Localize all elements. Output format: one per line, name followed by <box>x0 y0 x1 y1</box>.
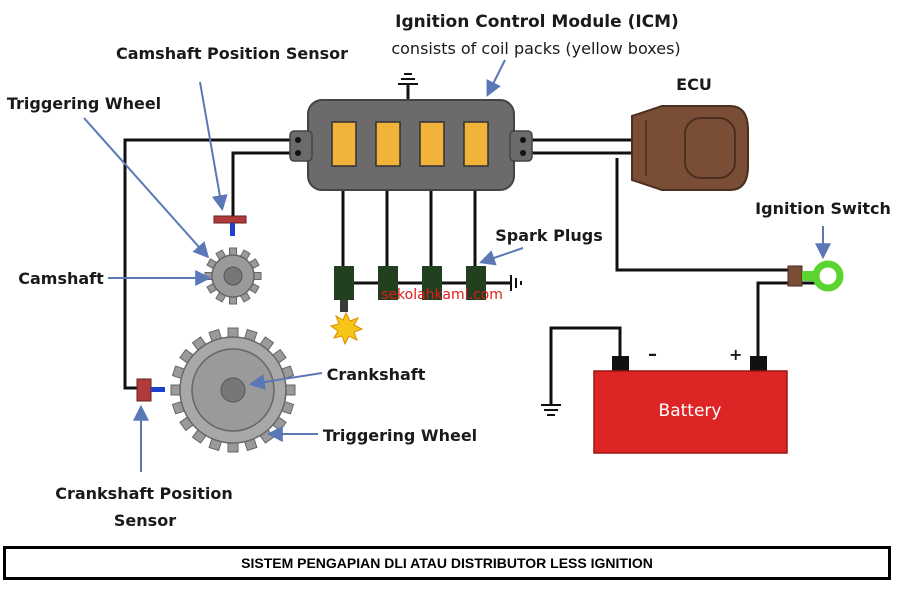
triggering-wheel-top-label: Triggering Wheel <box>7 94 161 113</box>
crankshaft-sensor-label-line1: Crankshaft Position <box>55 484 233 503</box>
icm-module <box>289 99 533 191</box>
triggering-wheel-bottom-label: Triggering Wheel <box>323 426 477 445</box>
spark-plugs-label: Spark Plugs <box>495 226 602 245</box>
coil-pack-3 <box>419 121 445 167</box>
coil-pack-1 <box>331 121 357 167</box>
camshaft-gear <box>204 247 262 305</box>
ignition-diagram: Battery – + Ignition Control Module (ICM… <box>7 12 891 530</box>
coil-pack-2 <box>375 121 401 167</box>
ecu-unit <box>631 105 749 191</box>
camshaft-position-sensor <box>213 215 247 236</box>
camshaft-sensor-label: Camshaft Position Sensor <box>116 44 348 63</box>
crankshaft-label: Crankshaft <box>327 365 426 384</box>
crankshaft-sensor-label-line2: Sensor <box>114 511 176 530</box>
camshaft-label: Camshaft <box>18 269 104 288</box>
battery-negative-label: – <box>648 344 657 365</box>
icm-subtitle: consists of coil packs (yellow boxes) <box>391 39 680 58</box>
icm-ground-icon <box>398 73 418 85</box>
ecu-label: ECU <box>676 75 712 94</box>
battery-label: Battery <box>659 401 722 421</box>
ignition-switch <box>787 260 844 292</box>
battery-positive-label: + <box>729 345 742 364</box>
crankshaft-position-sensor <box>136 378 165 402</box>
annotation-arrows <box>83 59 831 472</box>
ignition-switch-label: Ignition Switch <box>755 199 891 218</box>
caption-box: SISTEM PENGAPIAN DLI ATAU DISTRIBUTOR LE… <box>3 546 891 580</box>
crankshaft-gear <box>170 327 296 453</box>
icm-title: Ignition Control Module (ICM) <box>395 12 679 32</box>
battery <box>593 356 788 454</box>
spark-plugs <box>334 266 492 312</box>
battery-ground-icon <box>541 404 561 416</box>
spark-icon <box>329 311 364 346</box>
plug-ground-icon <box>510 275 522 291</box>
coil-pack-4 <box>463 121 489 167</box>
caption-text: SISTEM PENGAPIAN DLI ATAU DISTRIBUTOR LE… <box>241 555 653 571</box>
watermark: sekolahkami.com <box>381 287 503 303</box>
